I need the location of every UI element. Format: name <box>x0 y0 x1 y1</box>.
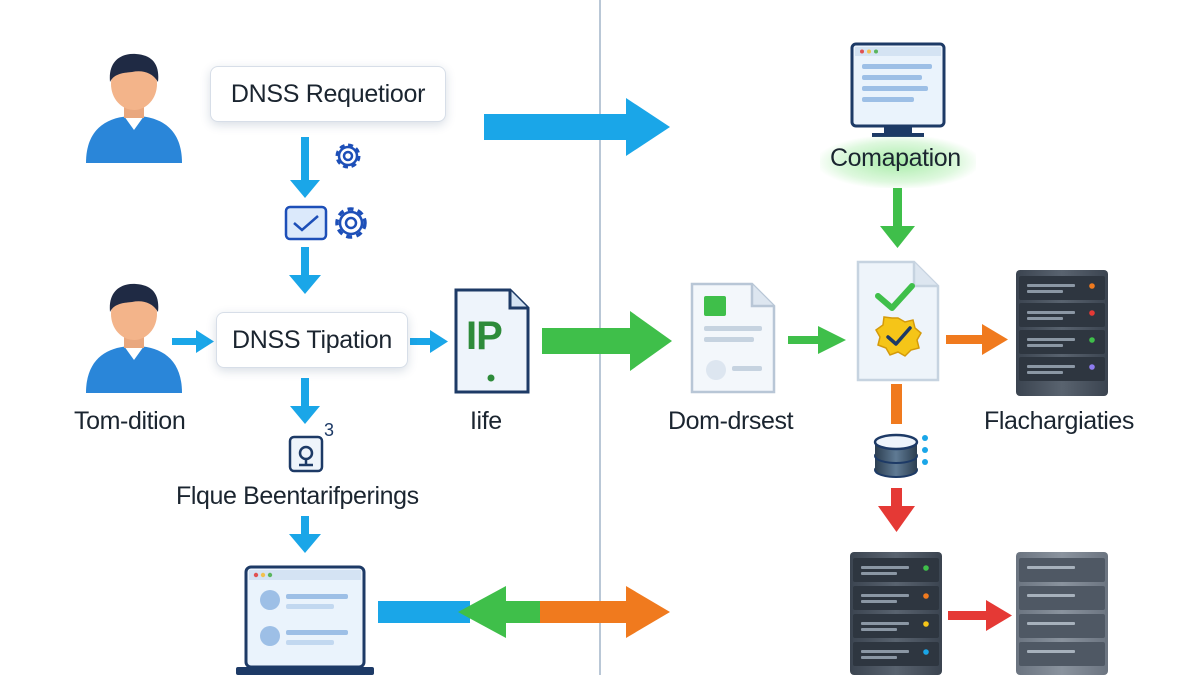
user-icon-top <box>86 53 182 163</box>
arrow-right-user <box>172 330 214 353</box>
user-icon-middle <box>86 283 182 393</box>
dnss-tipation-box[interactable]: DNSS Tipation <box>216 312 408 368</box>
user-label: Tom-dition <box>74 407 186 435</box>
arrow-down-3 <box>290 378 320 424</box>
servers-label: Flachargiaties <box>984 407 1135 435</box>
monitor-label: Comapation <box>830 144 961 172</box>
arrow-down-2 <box>289 247 321 294</box>
arrow-right-big-green <box>542 311 672 371</box>
ip-label: Iife <box>470 407 502 435</box>
ip-text: IP <box>466 314 503 358</box>
arrow-right-tipation <box>410 330 448 353</box>
checkbox-icon <box>284 205 328 241</box>
comapation-glow <box>820 136 976 188</box>
arrow-down-1 <box>290 137 320 198</box>
small-mark: 3 <box>324 420 335 440</box>
arrow-down-green <box>880 188 915 248</box>
certificate-icon <box>856 260 940 382</box>
laptop-icon <box>236 565 374 675</box>
arrow-down-red <box>878 488 915 532</box>
fique-label: Flque Beentarifperings <box>176 482 419 510</box>
server-icon-top <box>1016 270 1108 396</box>
server-icon-bottom-2 <box>1016 552 1108 675</box>
database-icon <box>873 433 928 478</box>
document-label: Dom-drsest <box>668 407 794 435</box>
gear-icon-2 <box>335 207 367 239</box>
dnss-tipation-text: DNSS Tipation <box>231 325 393 354</box>
arrow-right-red <box>948 600 1012 631</box>
lock-icon <box>288 435 324 473</box>
gear-icon <box>335 143 361 169</box>
arrow-down-4 <box>289 516 321 553</box>
arrow-down-orange <box>891 384 902 424</box>
arrow-right-big-blue <box>484 98 670 156</box>
ip-document-icon <box>454 288 530 394</box>
dnss-request-text: DNSS Requetioor <box>230 79 426 108</box>
dnss-request-box[interactable]: DNSS Requetioor <box>210 66 446 122</box>
document-icon <box>690 282 776 394</box>
arrow-right-green-small <box>788 326 846 354</box>
monitor-icon <box>850 42 946 137</box>
arrow-right-orange <box>946 324 1008 355</box>
server-icon-bottom-1 <box>850 552 942 675</box>
arrow-bidirectional-bottom <box>378 586 670 638</box>
